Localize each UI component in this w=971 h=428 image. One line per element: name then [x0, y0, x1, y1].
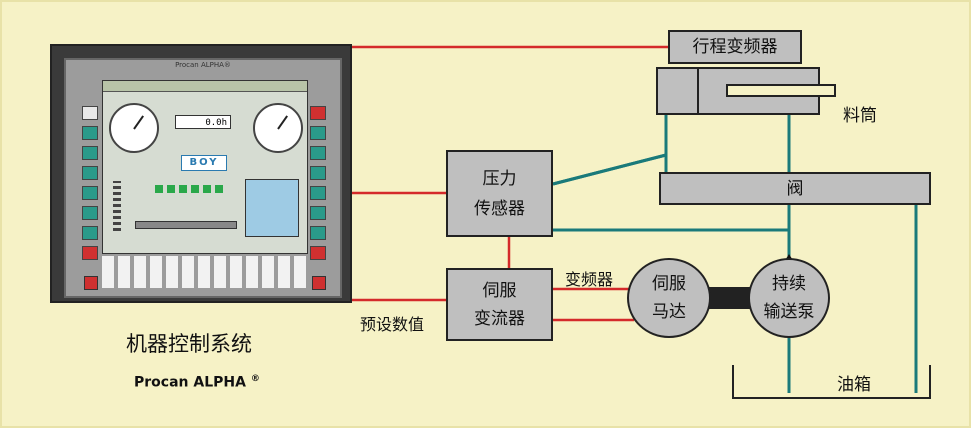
preset-label: 预设数值 — [360, 315, 425, 334]
pressure-sensor-line2: 传感器 — [474, 198, 525, 219]
system-label: 机器控制系统 — [126, 332, 252, 356]
hmi-key[interactable] — [82, 226, 98, 240]
hmi-key[interactable] — [82, 126, 98, 140]
hmi-bottom-key-red[interactable] — [84, 276, 98, 290]
tank-label: 油箱 — [837, 375, 871, 395]
motor-pump-shaft — [708, 287, 754, 309]
servo-converter-box: 伺服 变流器 — [446, 268, 553, 341]
gauge-right-icon — [253, 103, 303, 153]
barrel-label: 料筒 — [843, 106, 877, 126]
pressure-sensor-line1: 压力 — [482, 168, 517, 189]
product-label: Procan ALPHA ® — [134, 374, 260, 391]
hmi-key[interactable] — [310, 106, 326, 120]
hmi-bar-graph — [113, 181, 121, 231]
hmi-bottom-key-red-2[interactable] — [312, 276, 326, 290]
cylinder — [656, 67, 836, 115]
hmi-key[interactable] — [310, 226, 326, 240]
hydraulic-lines — [552, 112, 918, 393]
hmi-counter-value: 0.0 — [205, 118, 222, 128]
hmi-bottom-keys — [102, 256, 306, 288]
vfd-label: 变频器 — [565, 270, 614, 289]
valve-label: 阀 — [786, 178, 804, 199]
hmi-left-keys — [82, 106, 98, 260]
hmi-logo: BOY — [181, 155, 227, 171]
hmi-key[interactable] — [310, 186, 326, 200]
hmi-image-panel — [245, 179, 299, 237]
pump-line1: 持续 — [772, 274, 806, 294]
hmi-key[interactable] — [310, 126, 326, 140]
hmi-status-bar — [103, 81, 307, 92]
hmi-key[interactable] — [82, 166, 98, 180]
pressure-sensor-box: 压力 传感器 — [446, 150, 553, 237]
hmi-key[interactable] — [82, 106, 98, 120]
stroke-vfd-box: 行程变频器 — [668, 30, 802, 64]
hmi-key[interactable] — [310, 206, 326, 220]
hmi-monitor: Procan ALPHA® — [50, 44, 352, 303]
servo-motor-line1: 伺服 — [652, 274, 686, 294]
hmi-counter-unit: h — [221, 118, 227, 128]
hmi-brand: Procan ALPHA® — [175, 61, 231, 69]
servo-converter-line2: 变流器 — [474, 308, 525, 329]
product-mark: ® — [250, 374, 260, 384]
hmi-bezel: Procan ALPHA® — [64, 58, 342, 298]
pump-line2: 输送泵 — [763, 302, 815, 322]
oil-tank — [732, 365, 931, 399]
pump-circle: 持续 输送泵 — [748, 258, 830, 338]
cylinder-rod — [726, 84, 836, 97]
hmi-key[interactable] — [310, 146, 326, 160]
hmi-key[interactable] — [82, 186, 98, 200]
hmi-counter: 0.0h — [175, 115, 231, 129]
gauge-left-icon — [109, 103, 159, 153]
hmi-key[interactable] — [82, 206, 98, 220]
servo-motor-circle: 伺服 马达 — [627, 258, 711, 338]
line-sensor-upper — [552, 153, 667, 186]
hmi-screen: 0.0h BOY — [102, 80, 308, 254]
hmi-key[interactable] — [82, 146, 98, 160]
hmi-slider — [135, 221, 237, 229]
servo-motor-line2: 马达 — [652, 302, 686, 322]
servo-converter-line1: 伺服 — [482, 280, 517, 301]
hmi-key[interactable] — [82, 246, 98, 260]
product-name: Procan ALPHA — [134, 374, 246, 391]
signal-lines — [352, 45, 668, 322]
hmi-right-keys — [310, 106, 326, 260]
stroke-vfd-label: 行程变频器 — [692, 37, 778, 57]
hmi-indicators — [155, 185, 225, 193]
hmi-key[interactable] — [310, 166, 326, 180]
valve-box: 阀 — [659, 172, 931, 205]
hmi-key[interactable] — [310, 246, 326, 260]
